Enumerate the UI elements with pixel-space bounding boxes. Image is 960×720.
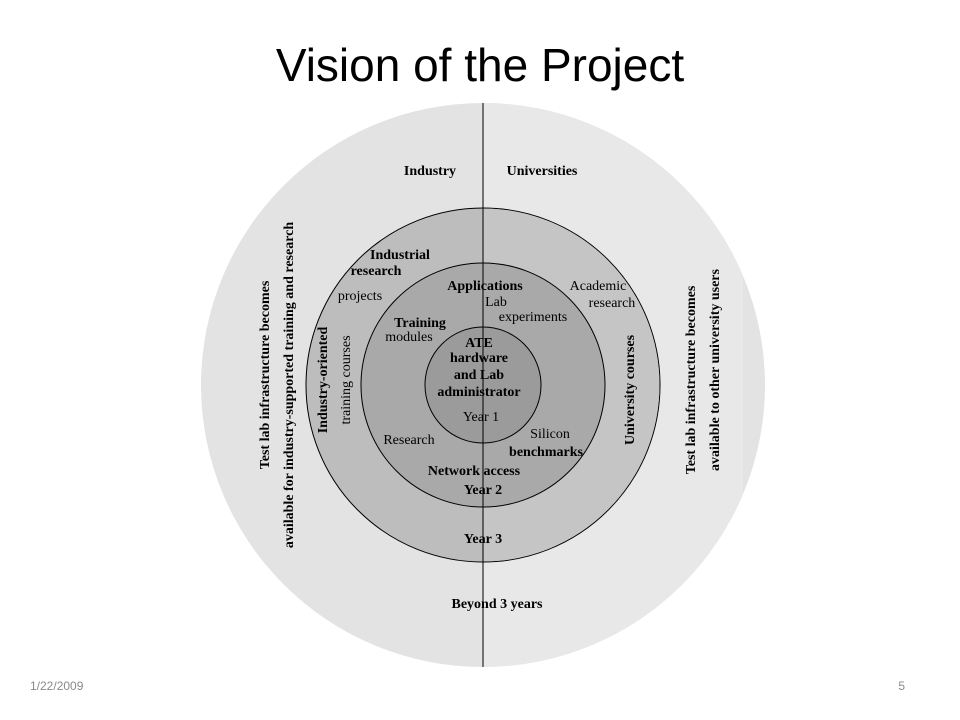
footer-page-number: 5: [898, 679, 905, 693]
lab-experiments-line1: Lab: [485, 295, 507, 310]
footer-date: 1/22/2009: [30, 679, 84, 693]
industry-training-line1: Industry-oriented: [316, 327, 331, 434]
slide-title: Vision of the Project: [275, 39, 685, 91]
label-year3: Year 3: [464, 532, 502, 547]
label-universities: Universities: [507, 164, 578, 179]
industrial-research-line1: Industrial: [370, 248, 430, 263]
university-courses: University courses: [623, 334, 638, 445]
silicon-benchmarks-line1: Silicon: [530, 427, 570, 442]
label-applications: Applications: [447, 279, 523, 294]
lab-experiments-line2: experiments: [499, 310, 567, 325]
core-line4: administrator: [437, 385, 520, 400]
outer-left-line1: Test lab infrastructure becomes: [258, 280, 273, 469]
core-line2: hardware: [450, 351, 508, 366]
label-research: Research: [383, 433, 434, 448]
label-year2: Year 2: [464, 483, 502, 498]
core-line1: ATE: [465, 336, 493, 351]
label-industry: Industry: [404, 164, 456, 179]
training-modules-line1: Training: [394, 316, 446, 331]
outer-right-line2: available to other university users: [708, 268, 723, 471]
core-line3: and Lab: [454, 368, 504, 383]
industry-training-line2: training courses: [339, 335, 354, 424]
label-beyond: Beyond 3 years: [452, 597, 544, 612]
industrial-research-line2: research: [351, 264, 402, 279]
training-modules-line2: modules: [385, 330, 432, 345]
label-network-access: Network access: [428, 464, 521, 479]
outer-left-line2: available for industry-supported trainin…: [282, 222, 297, 549]
outer-right-line1: Test lab infrastructure becomes: [684, 285, 699, 474]
industrial-research-line3: projects: [338, 289, 382, 304]
silicon-benchmarks-line2: benchmarks: [509, 445, 583, 460]
academic-research-line2: research: [589, 296, 636, 311]
academic-research-line1: Academic: [570, 279, 627, 294]
label-year1: Year 1: [463, 410, 499, 425]
